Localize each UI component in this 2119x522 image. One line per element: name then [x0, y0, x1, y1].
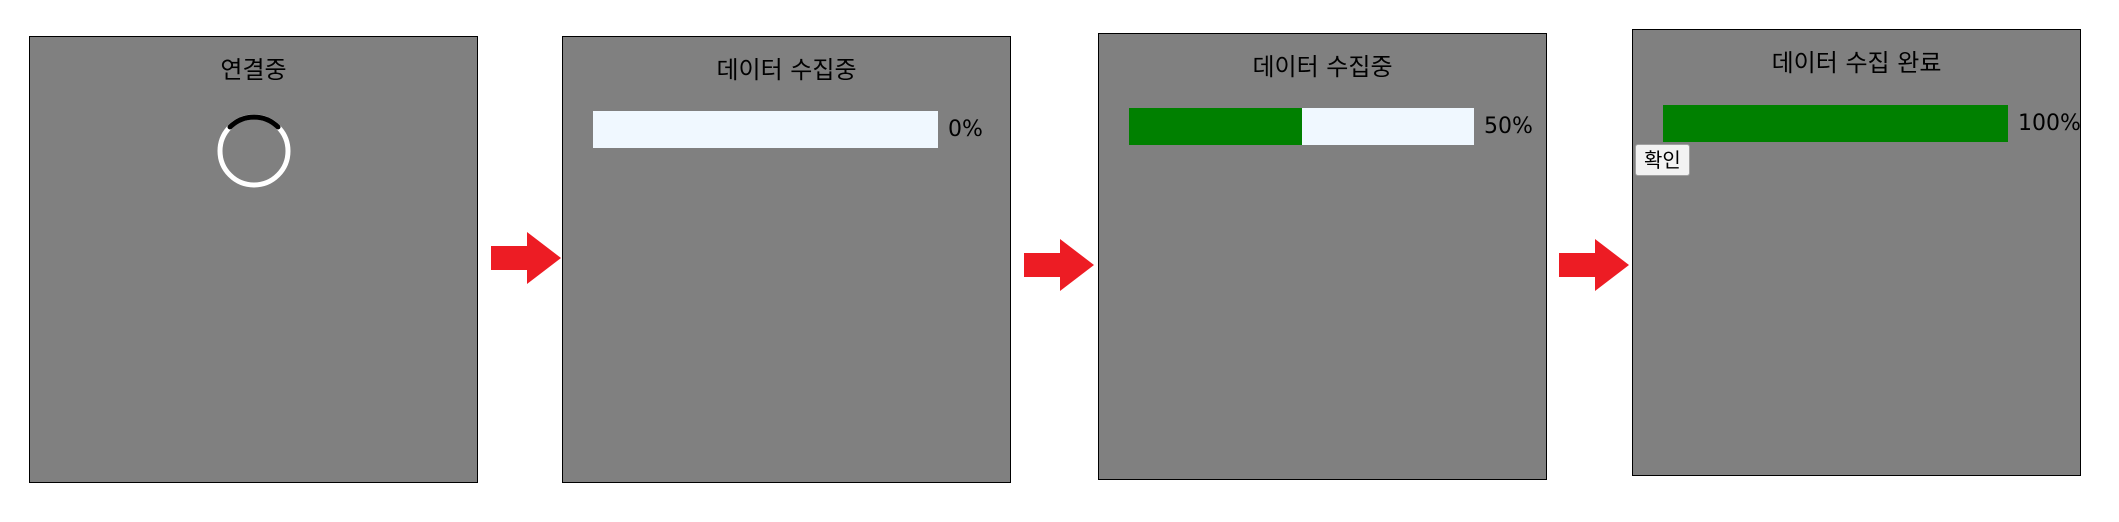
loading-spinner-icon: [217, 114, 291, 188]
arrow-right-icon: [1024, 239, 1094, 291]
panel-title: 데이터 수집 완료: [1771, 49, 1942, 77]
progress-bar: [1129, 108, 1474, 145]
panel-title: 데이터 수집중: [1252, 53, 1393, 81]
connecting-panel: 연결중: [29, 36, 478, 483]
progress-bar: [1663, 105, 2008, 142]
collecting-panel-50: 데이터 수집중 50%: [1098, 33, 1547, 480]
panel-title: 데이터 수집중: [716, 56, 857, 84]
arrow-right-icon: [1559, 239, 1629, 291]
arrow-right-icon: [491, 232, 561, 284]
progress-percent: 100%: [2018, 111, 2081, 136]
progress-fill: [1663, 105, 2008, 142]
panel-title: 연결중: [220, 56, 287, 84]
progress-percent: 50%: [1484, 114, 1533, 139]
progress-percent: 0%: [948, 117, 983, 142]
progress-bar: [593, 111, 938, 148]
confirm-button[interactable]: 확인: [1635, 144, 1690, 176]
collecting-panel-0: 데이터 수집중 0%: [562, 36, 1011, 483]
progress-fill: [1129, 108, 1302, 145]
complete-panel: 데이터 수집 완료 100% 확인: [1632, 29, 2081, 476]
